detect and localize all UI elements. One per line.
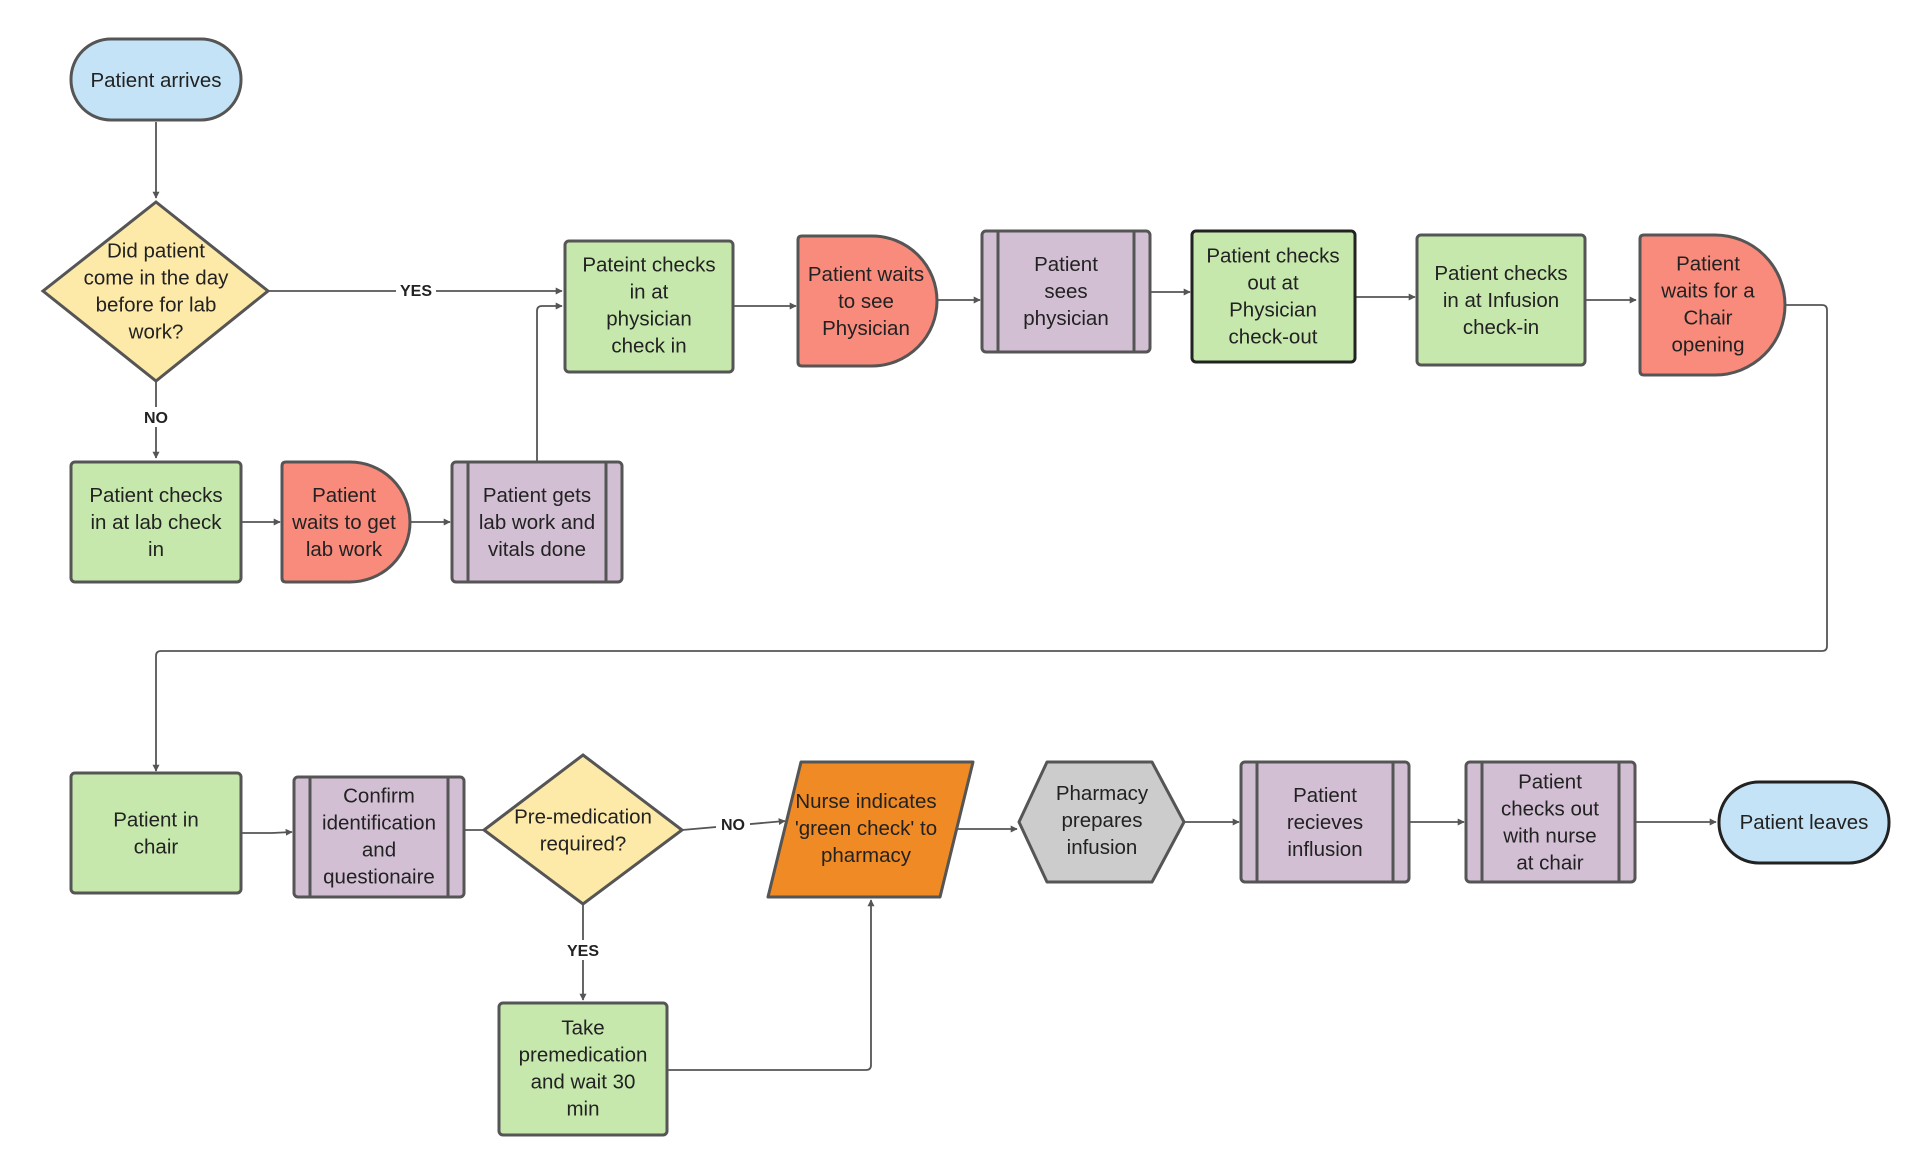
label-lab-no: NO [144,410,168,427]
node-patient-leaves: Patient leaves [1717,780,1891,865]
connectors [152,122,1828,1071]
edge-lab-work-to-physician [536,302,563,462]
label-premed-no: NO [721,817,745,834]
edge-chair-wait-to-in-chair [152,304,1828,772]
label-premed-yes: YES [567,943,599,960]
node-label: Patient arrives [90,69,221,92]
edge-labels: YES NO NO YES [138,280,750,960]
label-lab-yes: YES [400,283,432,300]
edge-premed-to-nurse [667,899,875,1071]
edge-in-chair-to-confirm [241,828,293,836]
node-patient-arrives: Patient arrives [69,37,243,122]
node-label: Patient leaves [1740,811,1869,834]
